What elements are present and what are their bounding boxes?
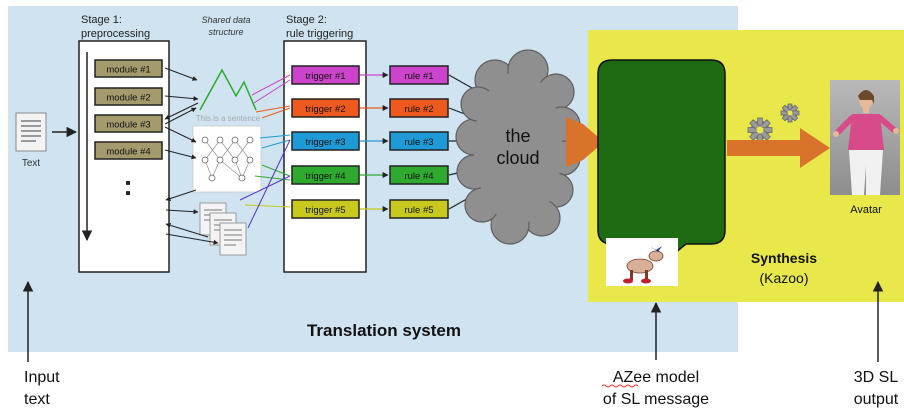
module-to-data-arrows [164,67,219,245]
trigger-2: trigger #2 [291,98,360,118]
module-2-label: module #2 [106,93,150,104]
trigger-3: trigger #3 [291,131,360,151]
trigger-3-label: trigger #3 [305,137,345,148]
azee-speech-bubble [597,59,726,265]
trigger-2-label: trigger #2 [305,104,345,115]
rule-4: rule #4 [389,165,449,185]
translation-system-label: Translation system [307,321,461,340]
input-text-label-line1: Input [24,369,60,386]
azee-label-line1: AZee model [613,369,699,386]
rule-5-label: rule #5 [404,205,433,216]
rule-3: rule #3 [389,131,449,151]
input-text-label-line2: text [24,391,50,408]
cloud-label-line2: cloud [496,148,539,168]
stage2-title-line1: Stage 2: [286,14,327,26]
module-4-label: module #4 [106,147,150,158]
text-icon-label: Text [22,158,41,169]
rule-2-label: rule #2 [404,104,433,115]
document-stack-icon [199,202,247,256]
kazoo-label: (Kazoo) [759,270,808,286]
sl-output-label-line2: output [854,391,899,408]
data-to-trigger-arrows [239,74,291,229]
module-3: module #3 [94,114,163,133]
shared-data-label-line2: structure [208,27,243,37]
text-document-icon [15,112,47,152]
synthesis-label: Synthesis [751,250,817,266]
module-3-label: module #3 [106,120,150,131]
rule-3-label: rule #3 [404,137,433,148]
sentence-text: This is a sentence [196,114,261,123]
trigger-1-label: trigger #1 [305,71,345,82]
shared-data-label-line1: Shared data [201,15,250,25]
stage1-title-line1: Stage 1: [81,14,122,26]
module-2: module #2 [94,87,163,106]
avatar-image [830,80,900,195]
more-modules-ellipsis: : [123,170,132,201]
azee-spellcheck-underline [601,384,639,388]
gears-icon [747,103,800,143]
rule-1-label: rule #1 [404,71,433,82]
sl-output-label-line1: 3D SL [854,369,899,386]
trigger-5-label: trigger #5 [305,205,345,216]
module-1-label: module #1 [106,65,150,76]
message-to-avatar-arrow [727,128,830,168]
trigger-1: trigger #1 [291,65,360,85]
module-1: module #1 [94,59,163,78]
parse-tree-graphic: This is a sentence [196,68,261,123]
graph-structure-graphic [192,125,262,193]
azee-label-line2: of SL message [603,391,709,408]
avatar-label: Avatar [850,204,882,216]
trigger-to-rule-arrows [360,72,389,212]
rule-2: rule #2 [389,98,449,118]
trigger-4: trigger #4 [291,165,360,185]
rule-4-label: rule #4 [404,171,433,182]
module-4: module #4 [94,141,163,160]
cloud-to-message-arrow [566,117,604,167]
kazoo-donkey-picture [606,238,678,286]
stage1-title-line2: preprocessing [81,28,150,40]
cloud-label-line1: the [505,126,530,146]
stage2-title-line2: rule triggering [286,28,353,40]
trigger-4-label: trigger #4 [305,171,345,182]
cloud-fill [474,72,562,224]
rule-5: rule #5 [389,199,449,219]
rule-1: rule #1 [389,65,449,85]
trigger-5: trigger #5 [291,199,360,219]
